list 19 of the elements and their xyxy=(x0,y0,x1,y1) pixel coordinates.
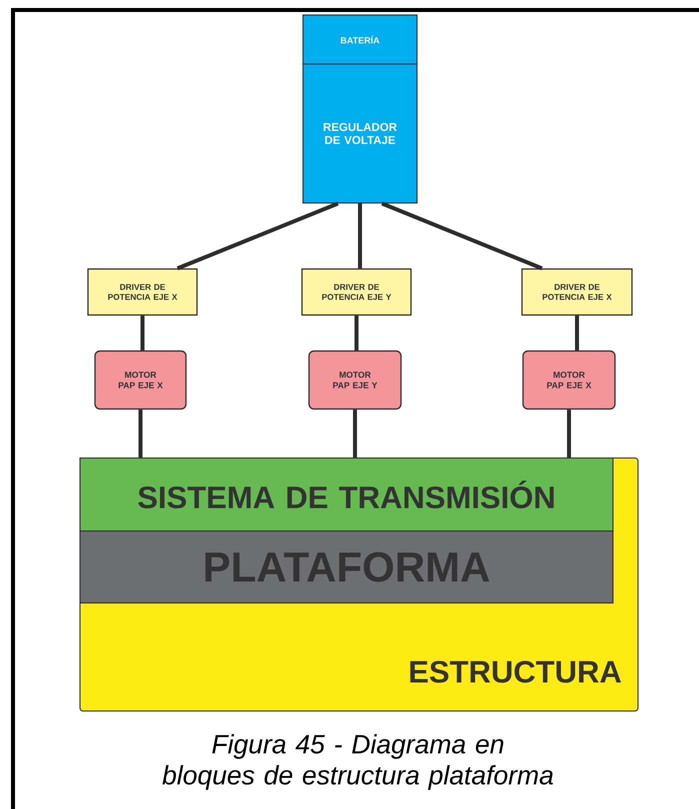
driver-box: DRIVER DE POTENCIA EJE Y xyxy=(301,268,412,316)
figure-caption: Figura 45 - Diagrama en bloques de estructura plataforma xyxy=(162,734,553,790)
motor-box: MOTOR PAP EJE X xyxy=(94,350,187,410)
transmission-band: SISTEMA DE TRANSMISIÓN xyxy=(80,458,614,532)
motor-box: MOTOR PAP EJE X xyxy=(522,350,616,410)
platform-band: PLATAFORMA xyxy=(80,530,614,604)
connector-line xyxy=(138,410,142,458)
connector-line xyxy=(358,204,362,268)
connector-line xyxy=(140,316,144,350)
connector-line xyxy=(575,316,579,350)
connector-line xyxy=(381,202,543,270)
connector-line xyxy=(567,410,571,458)
connector-line xyxy=(354,316,358,350)
driver-box: DRIVER DE POTENCIA EJE X xyxy=(87,268,198,316)
connector-line xyxy=(176,202,339,270)
driver-box: DRIVER DE POTENCIA EJE X xyxy=(521,268,633,316)
motor-box: MOTOR PAP EJE Y xyxy=(308,350,402,410)
connector-line xyxy=(353,410,357,458)
battery-block: BATERÍA xyxy=(302,14,418,64)
